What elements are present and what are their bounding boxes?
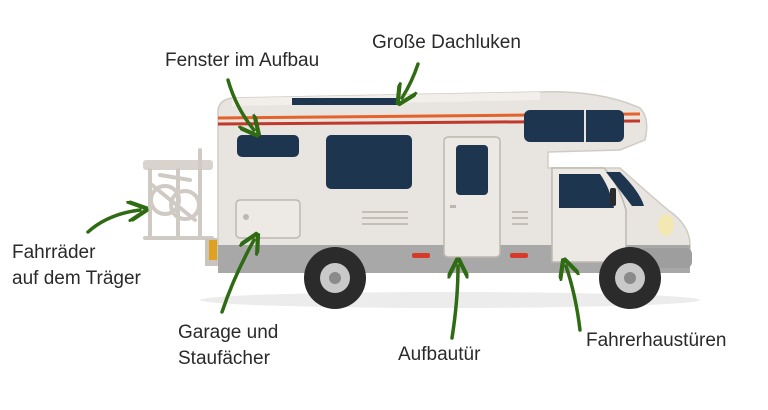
label-door-text: Aufbautür [398,344,481,365]
label-roof-hatches: Große Dachluken [372,30,521,56]
side-marker [510,253,528,258]
roof-hatch [292,98,400,105]
label-roof-hatches-text: Große Dachluken [372,32,521,53]
label-garage: Garage und Staufächer [178,320,278,372]
arrow-roof-hatches [402,62,420,98]
windshield [606,172,644,206]
label-bikes-line2: auf dem Träger [12,268,141,289]
side-marker [412,253,430,258]
label-garage-line1: Garage und [178,322,279,343]
label-windows: Fenster im Aufbau [165,48,319,74]
cab-window [559,174,614,208]
rear-wheel [304,247,366,309]
label-bikes-line1: Fahrräder [12,242,96,263]
label-cab-doors: Fahrerhaustüren [586,328,726,354]
front-wheel [599,247,661,309]
label-windows-text: Fenster im Aufbau [165,50,320,71]
label-door: Aufbautür [398,342,480,368]
vent [362,211,408,225]
arrow-garage [220,240,254,314]
label-garage-line2: Staufächer [178,348,270,369]
arrow-cab-doors [566,266,582,332]
label-bikes: Fahrräder auf dem Träger [12,240,141,292]
door-window [456,145,488,195]
arrow-door [452,266,458,340]
rear-window [237,135,299,157]
garage-hatch [235,199,301,239]
alcove-window [524,110,624,142]
tail-light [209,240,217,260]
side-window [326,135,412,189]
arrow-windows [226,78,254,130]
side-mirror [610,188,616,206]
headlight [658,214,674,236]
bike-rack [143,148,214,240]
arrow-bikes [86,210,140,234]
label-cab-doors-text: Fahrerhaustüren [586,330,727,351]
